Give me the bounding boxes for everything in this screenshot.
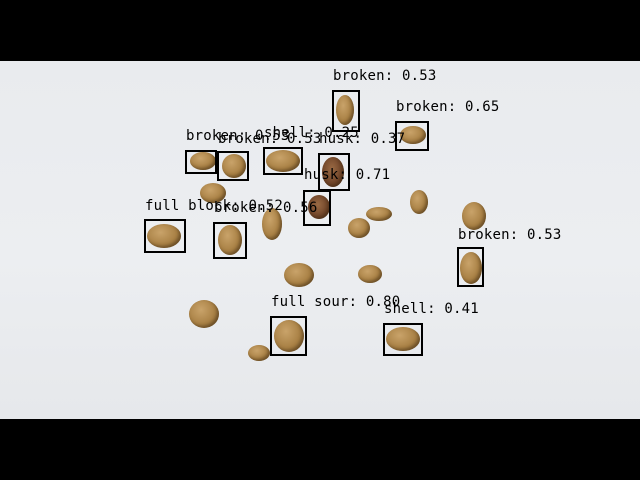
kernel bbox=[248, 345, 270, 361]
detection-box bbox=[303, 190, 331, 226]
kernel bbox=[322, 157, 344, 187]
kernel bbox=[222, 154, 246, 178]
kernel bbox=[200, 183, 226, 203]
detection-label: broken: 0.65 bbox=[396, 99, 500, 115]
detection-label: full sour: 0.80 bbox=[271, 294, 401, 310]
kernel bbox=[410, 190, 428, 214]
kernel bbox=[266, 150, 300, 172]
kernel bbox=[400, 126, 426, 144]
detection-box bbox=[185, 150, 217, 174]
kernel bbox=[336, 95, 354, 125]
kernel bbox=[358, 265, 382, 283]
detection-label: shell: 0.41 bbox=[384, 301, 479, 317]
kernel bbox=[189, 300, 219, 328]
kernel bbox=[190, 152, 216, 170]
detection-box bbox=[270, 316, 307, 356]
kernel bbox=[348, 218, 370, 238]
kernel bbox=[274, 320, 304, 352]
kernel bbox=[147, 224, 181, 248]
kernel bbox=[218, 225, 242, 255]
kernel bbox=[284, 263, 314, 287]
detection-box bbox=[217, 151, 249, 181]
detection-label: broken: 0.53 bbox=[218, 131, 322, 147]
detection-box bbox=[332, 90, 360, 132]
detection-label: husk: 0.37 bbox=[319, 131, 406, 147]
detection-label: broken: 0.53 bbox=[186, 128, 290, 144]
kernel bbox=[308, 195, 330, 219]
background-surface bbox=[0, 61, 640, 419]
detection-box bbox=[457, 247, 484, 287]
kernel bbox=[386, 327, 420, 351]
detection-box bbox=[318, 153, 350, 191]
kernel bbox=[460, 252, 482, 284]
detection-box bbox=[213, 222, 247, 259]
detection-box bbox=[144, 219, 186, 253]
detection-label: broken: 0.56 bbox=[214, 200, 318, 216]
kernel bbox=[462, 202, 486, 230]
detection-box bbox=[395, 121, 429, 151]
kernel bbox=[366, 207, 392, 221]
detection-label: husk: 0.71 bbox=[304, 167, 391, 183]
kernel bbox=[262, 208, 282, 240]
detection-label: shell: 0.25 bbox=[264, 125, 359, 141]
detection-label: broken: 0.53 bbox=[458, 227, 562, 243]
detection-label: broken: 0.53 bbox=[333, 68, 437, 84]
detection-label: full block: 0.52 bbox=[145, 198, 284, 214]
detection-box bbox=[383, 323, 423, 356]
detection-box bbox=[263, 147, 303, 175]
